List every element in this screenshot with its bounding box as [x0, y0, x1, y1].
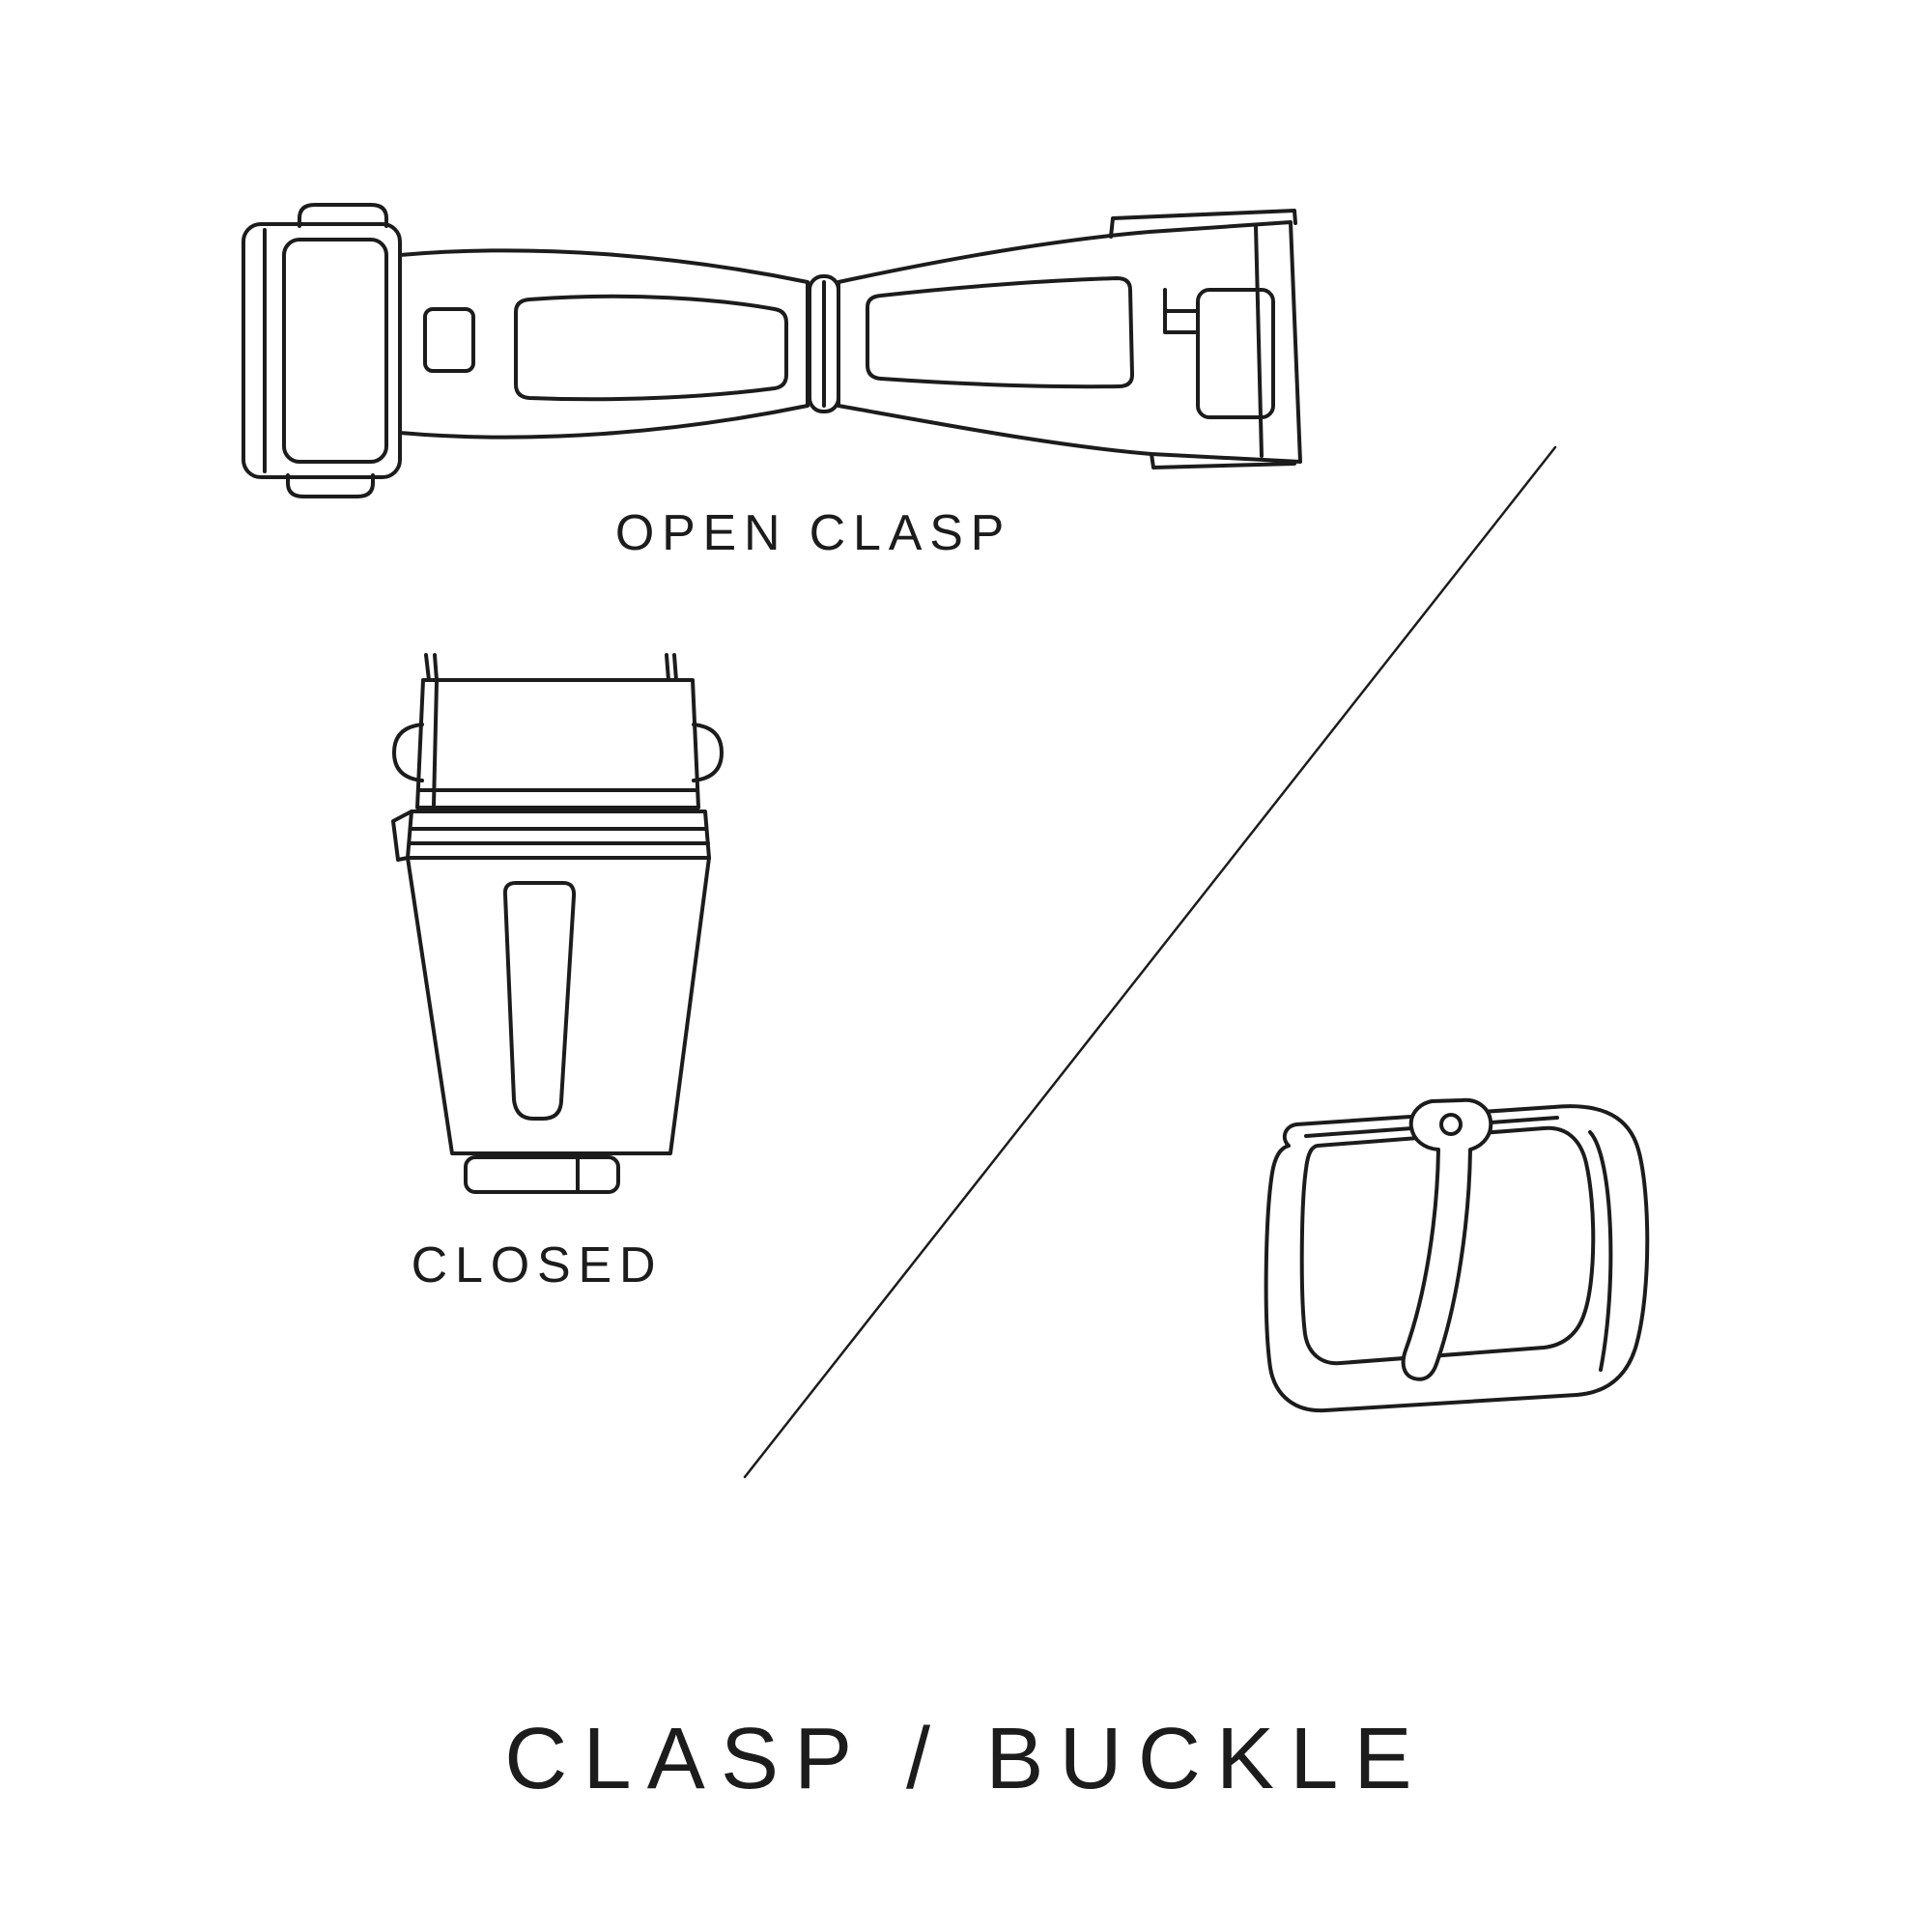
- open-clasp-frame-cutout: [1196, 288, 1275, 419]
- closed-clasp-prong-right: [665, 653, 678, 682]
- open-clasp-top-tab: [298, 203, 388, 228]
- open-clasp-left-notch: [423, 307, 475, 373]
- closed-clasp-top-block: [415, 678, 700, 810]
- open-clasp-right-cutout: [866, 276, 1134, 389]
- open-clasp-right-top-step: [1109, 209, 1297, 239]
- closed-clasp-block-fold: [432, 680, 439, 808]
- open-clasp-left-cutout: [514, 294, 788, 402]
- open-clasp-illustration: [242, 203, 1302, 498]
- closed-clasp-band-flap: [391, 810, 413, 862]
- diagram-title: CLASP / BUCKLE: [504, 1711, 1428, 1807]
- closed-clasp-body: [406, 856, 711, 1155]
- buckle-right-bar-contour: [1588, 1130, 1613, 1372]
- open-clasp-right-end-line: [1254, 224, 1264, 458]
- diagonal-divider-line: [743, 445, 1557, 1479]
- open-clasp-right-bottom-step: [1150, 452, 1296, 469]
- open-clasp-right-blade: [837, 220, 1302, 464]
- closed-clasp-foot: [464, 1155, 620, 1194]
- buckle-tang: [1401, 1097, 1493, 1381]
- closed-clasp-illustration: [391, 653, 724, 1194]
- open-clasp-label: OPEN CLASP: [614, 505, 1012, 561]
- closed-clasp-band: [406, 810, 711, 860]
- open-clasp-left-blade: [398, 248, 810, 440]
- open-clasp-bottom-tab: [286, 473, 375, 498]
- buckle-tang-loop-hole: [1439, 1113, 1463, 1136]
- tang-buckle-illustration: [1264, 1097, 1650, 1413]
- open-clasp-end-link-panel: [282, 238, 388, 464]
- closed-clasp-ear-left: [392, 723, 424, 782]
- closed-clasp-slot: [502, 881, 577, 1121]
- closed-clasp-prong-left: [424, 653, 439, 682]
- closed-clasp-label: CLOSED: [411, 1237, 664, 1293]
- open-clasp-latch-hook: [1163, 288, 1198, 334]
- line-art-group: [242, 203, 1650, 1479]
- open-clasp-end-link: [242, 222, 402, 479]
- closed-clasp-ear-right: [692, 723, 724, 782]
